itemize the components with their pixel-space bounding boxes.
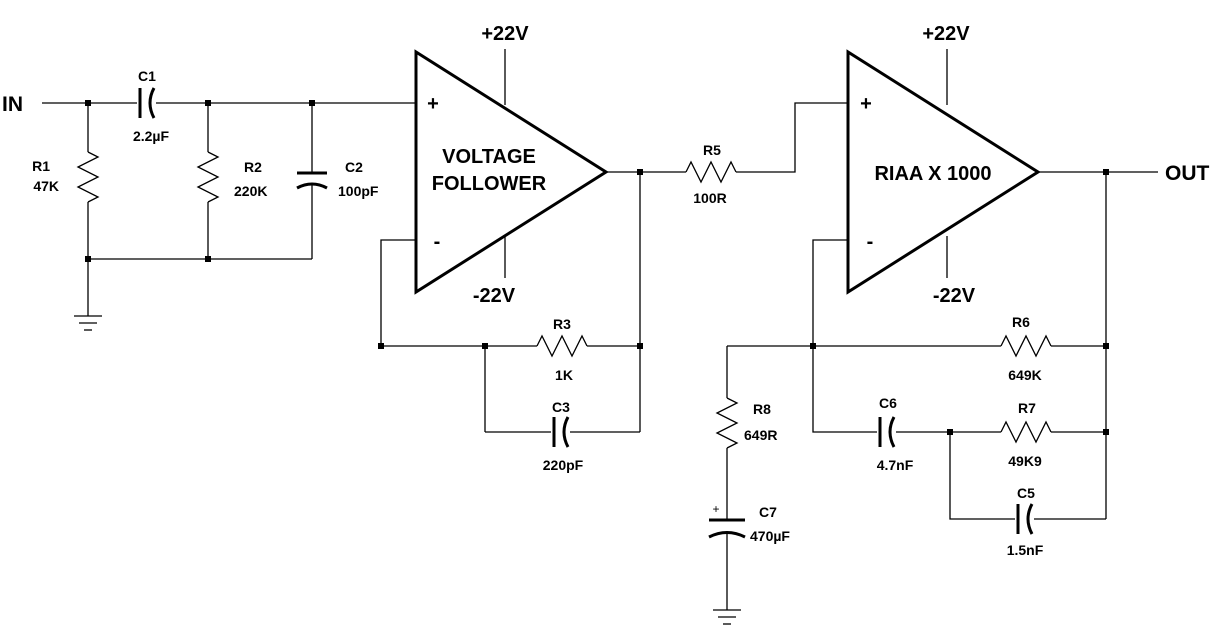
opamp1-minus: - — [434, 231, 441, 253]
capacitor-c3 — [552, 416, 570, 448]
shunt-leg — [708, 346, 746, 625]
capacitor-c5 — [1016, 503, 1034, 535]
r6-value: 649K — [1008, 367, 1041, 383]
opamp-voltage-follower — [414, 49, 609, 295]
r2-ref: R2 — [244, 159, 262, 175]
c6-value: 4.7nF — [877, 457, 914, 473]
c3-ref: C3 — [552, 399, 570, 415]
c1-value: 2.2µF — [133, 128, 170, 144]
resistor-r6 — [1000, 334, 1052, 358]
c7-ref: C7 — [759, 504, 777, 520]
r1-value: 47K — [33, 178, 59, 194]
capacitor-c1 — [138, 87, 156, 119]
c7-polarity: + — [712, 502, 719, 516]
resistor-r3 — [536, 334, 588, 358]
follower-feedback-network — [378, 169, 686, 448]
resistor-r7 — [1000, 420, 1052, 444]
opamp1-vneg: -22V — [473, 285, 516, 307]
ground-symbol-2 — [713, 609, 741, 625]
r1-ref: R1 — [32, 158, 50, 174]
c1-ref: C1 — [138, 68, 156, 84]
capacitor-c7 — [708, 518, 746, 539]
ground-symbol — [74, 259, 102, 331]
input-network — [42, 87, 416, 331]
junction-dots — [85, 100, 315, 262]
opamp1-vpos: +22V — [481, 23, 529, 45]
r8-value: 649R — [744, 427, 777, 443]
riaa-feedback-network — [727, 169, 1109, 535]
opamp2-vpos: +22V — [922, 23, 970, 45]
opamp2-name: RIAA X 1000 — [874, 163, 991, 185]
output-port-label: OUT — [1165, 162, 1210, 185]
junction-dots-follower — [378, 169, 643, 349]
r6-ref: R6 — [1012, 314, 1030, 330]
c5-value: 1.5nF — [1007, 542, 1044, 558]
resistor-r8 — [715, 397, 739, 449]
c5-ref: C5 — [1017, 485, 1035, 501]
r7-ref: R7 — [1018, 400, 1036, 416]
c3-value: 220pF — [543, 457, 584, 473]
r3-ref: R3 — [553, 316, 571, 332]
opamp1-name-line1: VOLTAGE — [442, 146, 536, 168]
opamp2-vneg: -22V — [933, 285, 976, 307]
c2-ref: C2 — [345, 159, 363, 175]
opamp1-name-line2: FOLLOWER — [432, 173, 547, 195]
r5-value: 100R — [693, 190, 726, 206]
c6-ref: C6 — [879, 395, 897, 411]
resistor-r5 — [685, 102, 848, 184]
resistor-r2 — [196, 103, 220, 259]
r5-ref: R5 — [703, 142, 721, 158]
capacitor-c2 — [296, 103, 328, 259]
r3-value: 1K — [555, 367, 573, 383]
capacitor-c6 — [878, 416, 896, 448]
opamp1-plus: + — [427, 93, 439, 115]
c7-value: 470µF — [750, 528, 790, 544]
opamp-riaa — [846, 49, 1041, 295]
r8-ref: R8 — [753, 401, 771, 417]
r2-value: 220K — [234, 183, 267, 199]
c2-value: 100pF — [338, 183, 379, 199]
opamp2-plus: + — [860, 93, 872, 115]
opamp2-minus: - — [867, 231, 874, 253]
resistor-r1 — [76, 103, 100, 259]
r7-value: 49K9 — [1008, 453, 1042, 469]
input-port-label: IN — [2, 93, 23, 116]
junction-dots-riaa — [810, 169, 1109, 435]
